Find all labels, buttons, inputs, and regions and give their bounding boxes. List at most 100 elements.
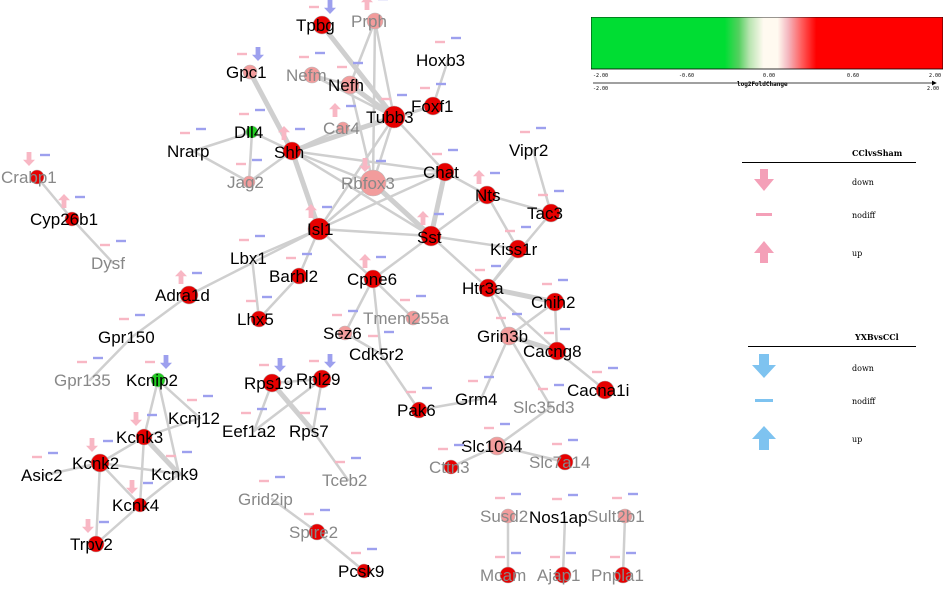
gene-node[interactable]: Ajap1 [537, 551, 580, 585]
gene-node[interactable]: Dll4 [234, 108, 265, 142]
dash-icon [438, 447, 448, 451]
gene-node[interactable]: Cpne6 [347, 254, 397, 289]
gene-node[interactable]: Adra1d [155, 270, 210, 305]
edge [88, 335, 134, 382]
gene-node[interactable]: Kcnk2 [72, 438, 119, 473]
dash-icon [560, 327, 570, 331]
gene-node[interactable]: Nos1ap [529, 493, 588, 527]
gene-node[interactable]: Shh [274, 126, 305, 162]
gene-node[interactable]: Kcnip2 [126, 355, 178, 390]
edge [70, 217, 115, 265]
gene-node[interactable]: Cyp26b1 [30, 194, 98, 229]
gene-node[interactable]: Tubb3 [366, 93, 414, 129]
dash-icon [552, 497, 562, 501]
edge [191, 149, 251, 184]
arrow-up-icon [359, 254, 371, 268]
edge [373, 19, 396, 119]
dash-icon [320, 508, 330, 512]
gene-node[interactable]: Grid2ip [238, 475, 293, 509]
gene-node[interactable]: Grin3b [477, 312, 528, 346]
dash-icon [295, 127, 305, 131]
dash-icon [368, 334, 378, 338]
gene-node[interactable]: Eef1a2 [222, 407, 276, 441]
dash-icon [237, 52, 247, 56]
gene-node[interactable]: Isl1 [305, 204, 333, 241]
gene-node[interactable]: Cacng8 [523, 327, 582, 361]
gene-node[interactable]: Rpl29 [296, 354, 340, 389]
gene-node[interactable]: Gpc1 [226, 47, 267, 82]
gene-node[interactable]: Chat [423, 148, 459, 182]
gene-node[interactable]: Car4 [323, 103, 360, 138]
gene-node[interactable]: Grm4 [455, 375, 498, 409]
gene-node[interactable]: Pnpla1 [591, 551, 644, 585]
gene-node[interactable]: Nts [473, 170, 501, 205]
gene-node[interactable]: Rps7 [289, 407, 329, 441]
gene-node[interactable]: Vipr2 [509, 126, 548, 160]
gene-node[interactable]: Mcam [480, 551, 526, 585]
gene-node[interactable]: Slc35d3 [513, 383, 574, 417]
gene-node[interactable]: Asic2 [21, 451, 63, 485]
tick-label: -2.00 [593, 73, 608, 79]
dash-icon [166, 454, 176, 458]
gene-node[interactable]: Prph [351, 0, 388, 31]
node-circle [179, 285, 199, 305]
node-circle [405, 310, 421, 326]
arrow-down-icon [754, 169, 774, 191]
gene-node[interactable]: Slc7a14 [529, 438, 590, 472]
gene-node[interactable]: Susd2 [480, 492, 528, 526]
dash-icon [259, 363, 269, 367]
gene-node[interactable]: Nrarp [167, 127, 210, 161]
gene-node[interactable]: Pcsk9 [338, 547, 384, 581]
node-label: Slc7a14 [529, 453, 590, 472]
gene-node[interactable]: Cacna1i [567, 366, 629, 400]
gene-node[interactable]: Barhl2 [269, 252, 318, 286]
gene-node[interactable]: Cnih2 [531, 278, 575, 312]
edge [130, 293, 191, 339]
legend-ccl-up: up [852, 249, 863, 258]
dash-icon [554, 189, 564, 193]
dash-icon [628, 492, 638, 496]
gene-node[interactable]: Trpv2 [70, 519, 113, 554]
gene-node[interactable]: Nefh [328, 61, 364, 95]
arrow-up-icon [329, 103, 341, 117]
node-circle [541, 203, 561, 223]
gene-node[interactable]: Sez6 [323, 309, 362, 343]
gene-node[interactable]: Hoxb3 [416, 36, 465, 70]
gene-node[interactable]: Slc10a4 [461, 422, 522, 456]
gene-node[interactable]: Gpr135 [54, 356, 111, 390]
gene-node[interactable]: Tpbg [296, 0, 336, 35]
gene-node[interactable]: Cdk5r2 [349, 330, 404, 364]
gene-node[interactable]: Spire2 [289, 508, 338, 542]
edge [485, 193, 553, 215]
gene-node[interactable]: Kcnk3 [116, 412, 163, 447]
node-circle [545, 292, 565, 312]
gene-node[interactable]: Foxf1 [411, 82, 454, 116]
gene-node[interactable]: Lbx1 [230, 234, 267, 268]
gene-node[interactable]: Kcnk4 [112, 480, 159, 515]
node-circle [499, 566, 517, 584]
node-label: Kcnk2 [72, 454, 119, 473]
edge [290, 126, 345, 153]
gene-node[interactable]: Jag2 [227, 158, 264, 192]
gene-node[interactable]: Nefm [286, 51, 327, 85]
gene-node[interactable]: Rbfox3 [341, 158, 395, 197]
gene-node[interactable]: Gpr150 [98, 313, 155, 347]
gene-node[interactable]: Sst [417, 211, 444, 247]
gene-node[interactable]: Kcnj12 [168, 394, 220, 428]
gene-node[interactable]: Cttn3 [429, 443, 470, 477]
gene-node[interactable]: Crabp1 [1, 152, 57, 187]
gene-node[interactable]: Rps19 [244, 358, 293, 393]
gene-node[interactable]: Lhx5 [237, 295, 274, 329]
gene-node[interactable]: Tmem255a [363, 294, 450, 328]
node-label: Grid2ip [238, 490, 293, 509]
gene-node[interactable]: Dysf [91, 239, 126, 273]
edge [495, 444, 567, 464]
arrow-down-icon [160, 355, 172, 369]
gene-node[interactable]: Sult2b1 [587, 492, 645, 526]
gene-node[interactable]: Htr3a [462, 264, 504, 298]
gene-node[interactable]: Kiss1r [490, 225, 538, 259]
gene-node[interactable]: Tceb2 [322, 456, 367, 490]
gene-node[interactable]: Pak6 [397, 386, 436, 420]
gene-node[interactable]: Tac3 [527, 189, 564, 223]
gene-node[interactable]: Kcnk9 [151, 450, 198, 484]
